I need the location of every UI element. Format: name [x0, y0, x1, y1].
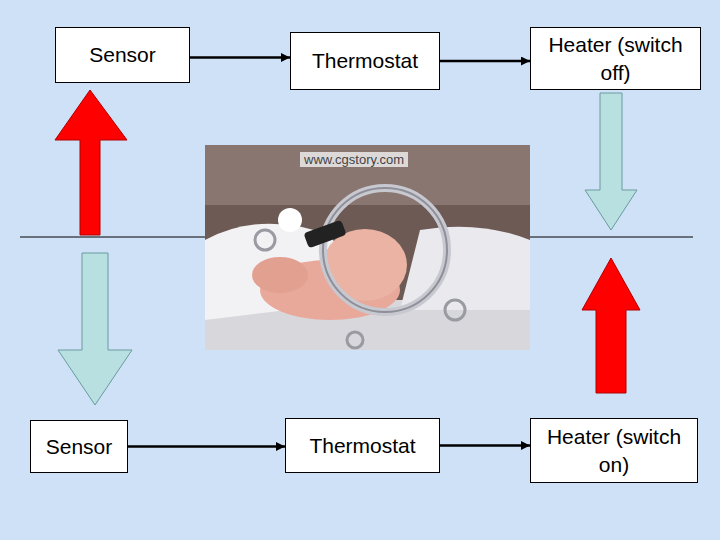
- divider-line: [530, 237, 693, 238]
- fall-arrow: [58, 253, 132, 405]
- flow-arrow: [128, 445, 285, 448]
- rise-arrow: [582, 258, 640, 393]
- process-box: Heater (switch off): [530, 27, 701, 90]
- process-box: Heater (switch on): [530, 418, 698, 483]
- box-label: Sensor: [83, 41, 162, 68]
- box-label: Thermostat: [306, 47, 424, 74]
- process-box: Sensor: [30, 420, 128, 473]
- box-label: Heater (switch off): [531, 31, 700, 86]
- flow-arrow: [440, 444, 530, 447]
- box-label: Heater (switch on): [531, 423, 697, 478]
- rise-arrow: [55, 90, 127, 235]
- flow-arrow: [440, 60, 530, 63]
- incubator-photo: [205, 145, 530, 350]
- divider-line: [20, 237, 205, 238]
- flow-arrow: [190, 56, 290, 59]
- process-box: Thermostat: [285, 418, 440, 473]
- box-label: Sensor: [40, 433, 119, 460]
- fall-arrow: [585, 93, 637, 230]
- watermark: www.cgstory.com: [300, 152, 408, 167]
- box-label: Thermostat: [303, 432, 421, 459]
- process-box: Thermostat: [290, 32, 440, 90]
- process-box: Sensor: [55, 27, 190, 83]
